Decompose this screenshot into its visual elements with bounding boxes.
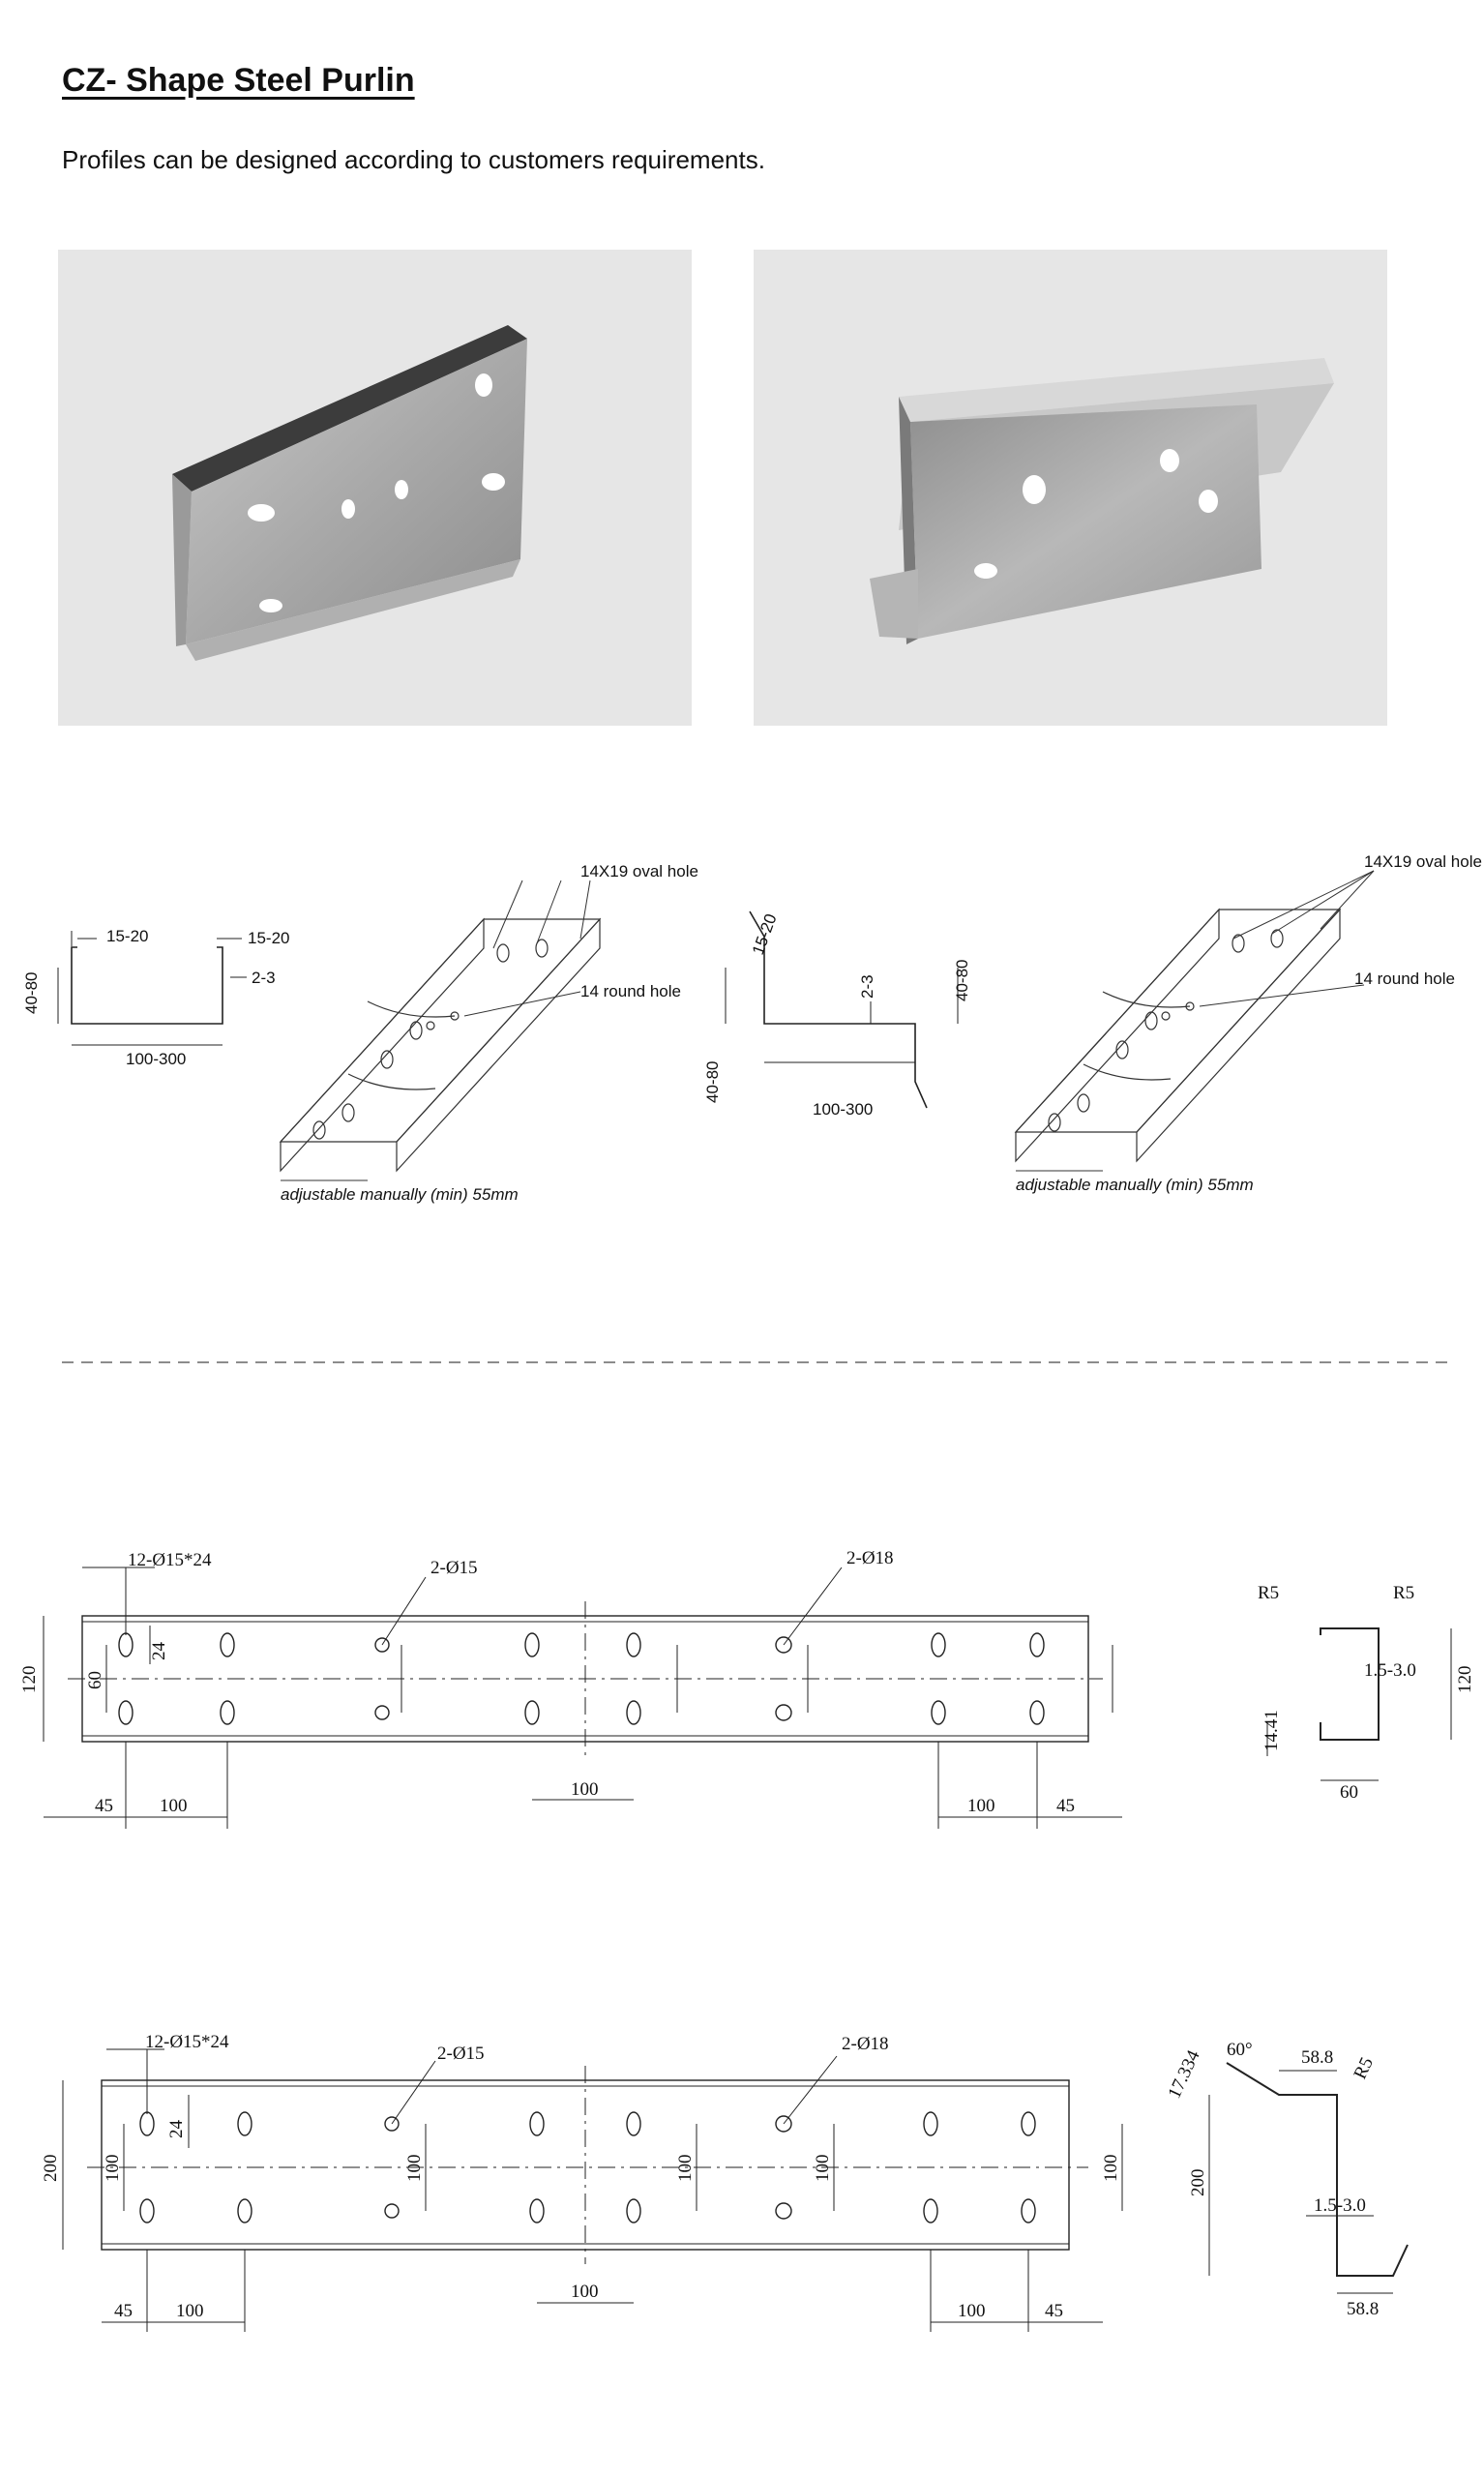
c-end-right-label: 45 (1056, 1796, 1075, 1816)
page-subtitle: Profiles can be designed according to cu… (62, 145, 765, 174)
z-thickness-label: 2-3 (858, 974, 876, 999)
c-end-label: 45 (95, 1796, 113, 1816)
z-web-label: 100-300 (813, 1100, 873, 1119)
z-gauge-5-label: 100 (1101, 2155, 1121, 2183)
c-adjust-label: adjustable manually (min) 55mm (281, 1185, 519, 1204)
c-isometric-sketch (279, 880, 602, 1181)
z-holes-18-label: 2-Ø18 (842, 2034, 889, 2054)
z-gauge-3-label: 100 (675, 2155, 696, 2183)
z-section-flange-bottom: 58.8 (1347, 2299, 1379, 2319)
c-section-thickness: 1.5-3.0 (1364, 1660, 1416, 1681)
z-flange-right-label: 40-80 (953, 960, 971, 1001)
c-section-height: 120 (1455, 1666, 1475, 1694)
z-oval-hole-label: 14X19 oval hole (1364, 852, 1482, 871)
z-section-flange: 58.8 (1301, 2047, 1333, 2068)
c-holes-15-label: 2-Ø15 (430, 1558, 478, 1578)
z-adjust-label: adjustable manually (min) 55mm (1016, 1176, 1254, 1194)
z-elevation-drawing (62, 2048, 1123, 2332)
c-section-sketch (57, 931, 247, 1046)
z-pitch-mid-label: 100 (571, 2282, 599, 2302)
c-purlin-render (172, 325, 527, 661)
z-gauge-4-label: 100 (813, 2155, 833, 2183)
c-holes-18-label: 2-Ø18 (846, 1548, 894, 1568)
c-lip-label: 15-20 (106, 927, 148, 945)
z-gauge-label: 100 (103, 2155, 123, 2183)
z-section-thickness: 1.5-3.0 (1314, 2195, 1366, 2216)
z-pitch-right-label: 100 (958, 2301, 986, 2321)
z-section-lip: 17.334 (1164, 2046, 1203, 2102)
z-height-label: 200 (41, 2155, 61, 2183)
c-purlin-photo (58, 250, 692, 726)
c-oval-holes-label: 12-Ø15*24 (128, 1550, 212, 1570)
c-pitch-label: 100 (160, 1796, 188, 1816)
c-section-flange: 60 (1340, 1782, 1358, 1803)
z-cross-section (1208, 2062, 1409, 2294)
z-section-radius: R5 (1350, 2054, 1377, 2082)
c-height-label: 120 (19, 1666, 40, 1694)
c-pitch-right-label: 100 (967, 1796, 995, 1816)
c-round-hole-label: 14 round hole (580, 982, 681, 1000)
page-title: CZ- Shape Steel Purlin (62, 62, 415, 99)
z-oval-holes-label: 12-Ø15*24 (145, 2032, 229, 2052)
z-end-right-label: 45 (1045, 2301, 1063, 2321)
z-purlin-photo (754, 250, 1387, 726)
c-oval-hole-label: 14X19 oval hole (580, 862, 698, 880)
c-section-lip: 14.41 (1261, 1710, 1282, 1751)
z-holes-15-label: 2-Ø15 (437, 2044, 485, 2064)
z-purlin-render (870, 358, 1334, 644)
z-flange-left-label: 40-80 (703, 1061, 722, 1103)
z-slot-label: 24 (166, 2120, 187, 2139)
z-gauge-2-label: 100 (404, 2155, 425, 2183)
z-section-angle: 60° (1227, 2040, 1253, 2060)
z-end-label: 45 (114, 2301, 133, 2321)
c-flange-label: 40-80 (22, 972, 41, 1014)
z-round-hole-label: 14 round hole (1354, 970, 1455, 988)
z-pitch-label: 100 (176, 2301, 204, 2321)
c-section-radius-left: R5 (1258, 1583, 1279, 1603)
c-gauge-label: 60 (85, 1671, 105, 1689)
c-lip-right-label: 15-20 (248, 929, 289, 947)
c-elevation-drawing (43, 1567, 1122, 1829)
c-pitch-mid-label: 100 (571, 1779, 599, 1800)
c-thickness-label: 2-3 (252, 969, 276, 987)
c-cross-section (1266, 1627, 1452, 1781)
c-section-radius-right: R5 (1393, 1583, 1414, 1603)
technical-drawings: 15-20 15-20 2-3 40-80 100-300 14X19 oval… (19, 852, 1482, 2332)
c-slot-label: 24 (149, 1642, 169, 1661)
z-isometric-sketch (1014, 870, 1375, 1172)
z-section-sketch (725, 910, 959, 1109)
z-section-height: 200 (1188, 2169, 1208, 2197)
c-web-label: 100-300 (126, 1050, 186, 1068)
